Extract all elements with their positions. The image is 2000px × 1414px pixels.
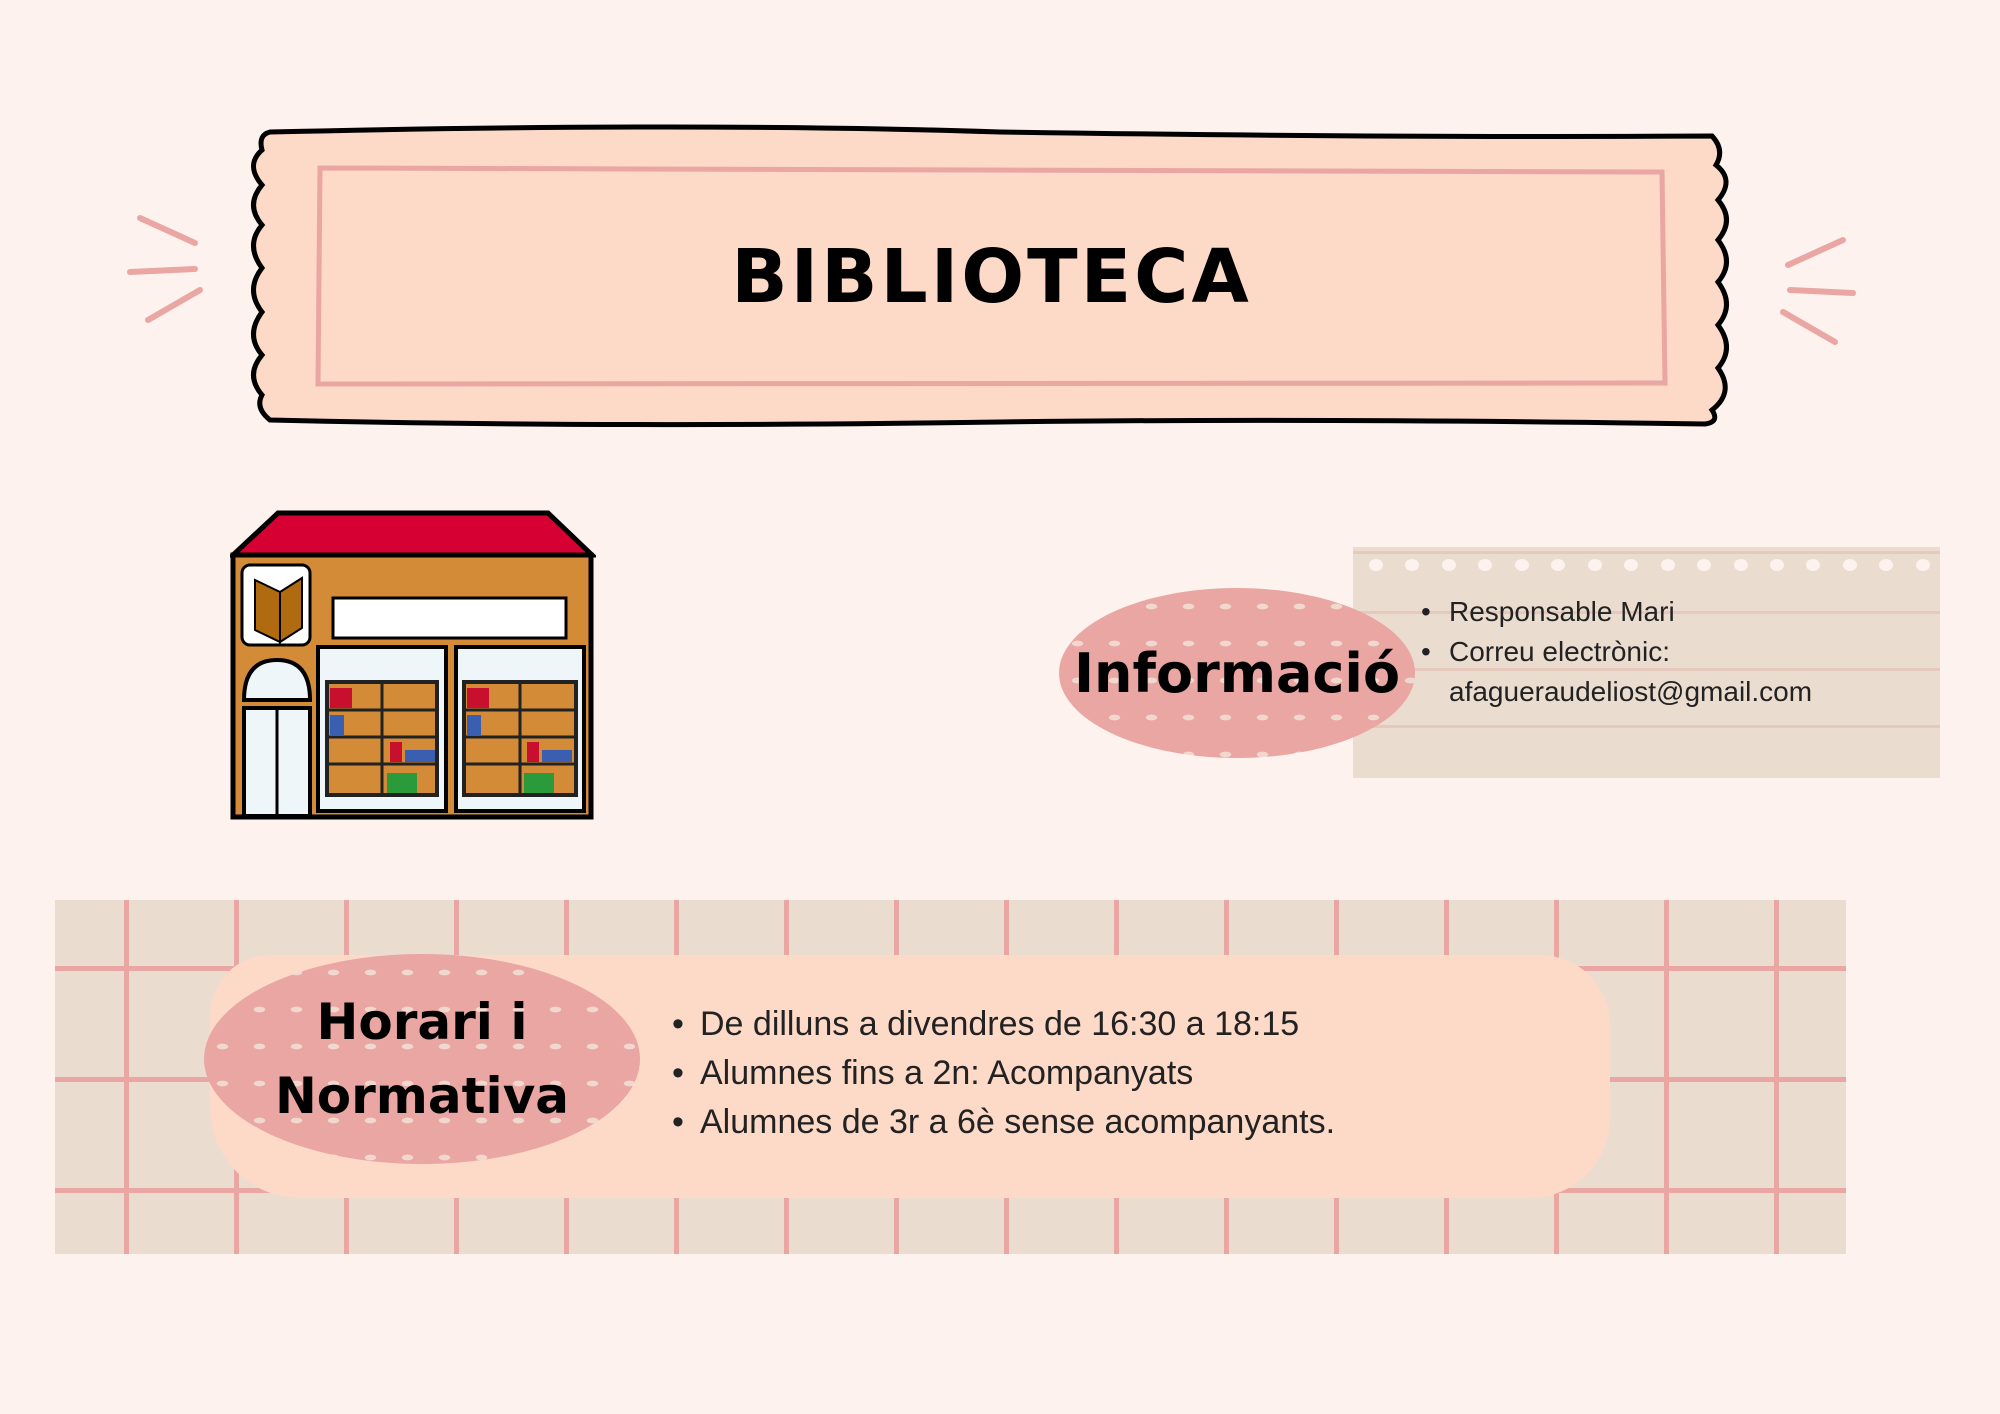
page-title: BIBLIOTECA — [731, 233, 1252, 320]
info-heading: Informació — [1059, 588, 1415, 758]
info-item-responsible: Responsable Mari — [1421, 592, 1812, 632]
info-item-email-label: Correu electrònic: — [1421, 632, 1812, 672]
book-icon — [254, 576, 303, 644]
library-building-illustration — [230, 510, 596, 820]
schedule-item-accompanied: Alumnes fins a 2n: Acompanyats — [672, 1049, 1335, 1098]
sparkle-left-icon — [127, 215, 203, 323]
title-banner — [127, 124, 1856, 428]
schedule-heading-line1: Horari i — [316, 993, 528, 1051]
note-punch-holes — [1369, 559, 1930, 571]
schedule-list: De dilluns a divendres de 16:30 a 18:15 … — [672, 1000, 1335, 1147]
schedule-heading-line2: Normativa — [274, 1067, 570, 1125]
info-email: afagueraudeliost@gmail.com — [1449, 676, 1813, 707]
schedule-heading: Horari i Normativa — [204, 954, 640, 1164]
schedule-item-hours: De dilluns a divendres de 16:30 a 18:15 — [672, 1000, 1335, 1049]
sparkle-right-icon — [1780, 237, 1856, 345]
schedule-item-unaccompanied: Alumnes de 3r a 6è sense acompanyants. — [672, 1098, 1335, 1147]
info-list: Responsable Mari Correu electrònic: afag… — [1421, 592, 1813, 712]
